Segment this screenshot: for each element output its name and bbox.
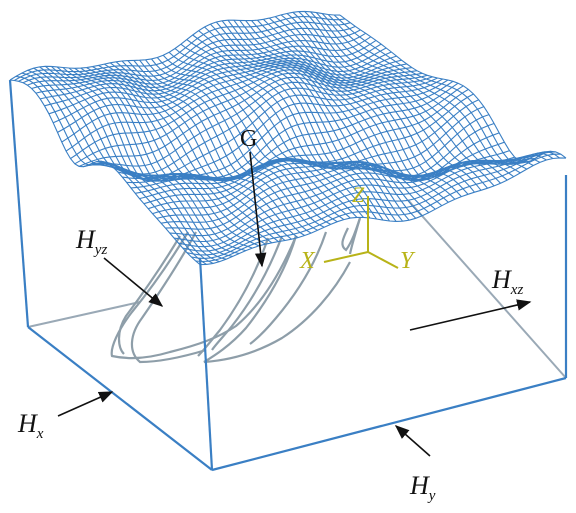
terrain-mesh-line [40,39,377,100]
arrow-hxz [409,299,532,331]
terrain-mesh-line [14,15,346,81]
terrain-mesh-line [199,157,567,266]
label-hy: Hy [409,471,436,504]
axis-y-label: Y [400,248,416,274]
box-bottom-left-edge [27,326,213,471]
label-hxz-sub: xz [510,282,524,298]
annotation-arrows [57,151,532,457]
box-left-vertical-edge [8,79,30,328]
axis-x-line [323,251,369,263]
terrain-mesh-line [31,32,366,90]
axis-z-label: Z [352,182,365,207]
box-hidden-edges [27,199,567,379]
terrain-mesh [9,10,567,266]
fault-surface-g-inner-3 [249,231,328,345]
terrain-mesh-line [9,10,341,81]
terrain-mesh-line [117,88,469,181]
terrain-mesh-line [191,151,556,259]
label-g: G [240,126,257,152]
label-hx: Hx [17,409,44,442]
terrain-mesh-line [18,21,351,82]
fault-surface-g-inner-5 [348,217,362,255]
terrain-mesh-line [96,78,443,182]
terrain-mesh-line [22,25,356,84]
terrain-mesh-line [83,74,428,168]
box-back-bottom-edge [27,301,141,328]
terrain-mesh-line [98,64,299,239]
terrain-mesh-line [148,141,505,210]
terrain-mesh-line [195,153,561,263]
terrain-mesh-line [62,67,260,247]
arrow-hyz [103,257,164,307]
terrain-mesh-line [61,59,402,143]
label-hxz-main: H [491,265,512,294]
coordinate-axes [323,196,399,269]
terrain-mesh-line [87,76,433,175]
terrain-mesh-line [27,29,361,86]
terrain-mesh-line [339,14,567,163]
terrain-mesh-line [161,160,520,224]
label-hyz: Hyz [75,225,107,258]
terrain-mesh-line [100,79,449,182]
terrain-mesh-line [182,152,546,252]
label-hxz: Hxz [491,265,523,298]
terrain-mesh-line [48,47,387,115]
label-hy-main: H [409,471,430,500]
terrain-mesh-line [44,43,382,107]
terrain-mesh-line [109,82,459,181]
terrain-mesh-line [174,157,536,243]
box-bottom-right-edge [211,376,567,472]
fault-surface-hyz-outer [110,231,298,360]
label-hyz-main: H [75,225,96,254]
arrow-hx [57,391,114,417]
axis-y-line [367,251,399,269]
label-hx-sub: x [36,426,44,442]
fault-surface-hyz-inner-2 [130,231,207,364]
arrow-hy [394,425,431,457]
terrain-mesh-line [91,77,438,180]
arrow-g [249,151,267,268]
fault-surface-g-outer [203,235,351,364]
terrain-mesh-line [57,55,397,133]
terrain-mesh-line [35,36,372,94]
label-hyz-sub: yz [93,242,108,258]
terrain-mesh-line [70,67,412,160]
terrain-mesh-line [78,72,423,167]
terrain-mesh-line [65,63,407,152]
fault-surfaces [110,217,362,364]
terrain-mesh-line [74,70,418,165]
axis-x-label: X [299,248,316,274]
box-front-edges [8,79,568,472]
terrain-mesh-line [178,154,541,248]
label-hx-main: H [17,409,38,438]
box-front-left-vertical-edge [198,257,214,471]
box-back-right-edge [407,199,567,379]
fault-surface-hyz-inner-1 [117,235,181,355]
label-hy-sub: y [427,488,436,504]
terrain-mesh-line [52,51,392,124]
fault-surface-g-inner-2 [211,235,284,351]
